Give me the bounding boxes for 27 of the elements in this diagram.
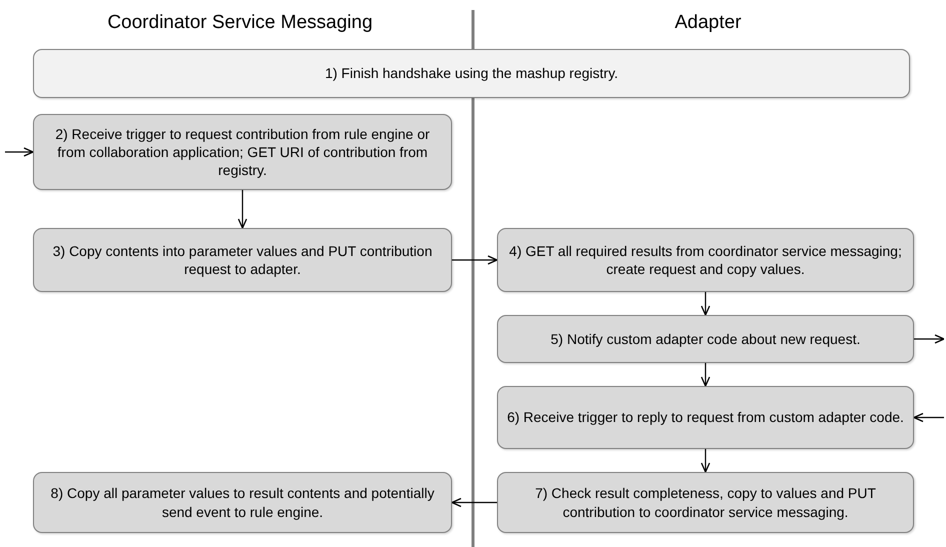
- lane-heading: Coordinator Service Messaging: [106, 12, 374, 34]
- arrow: [914, 334, 945, 344]
- process-box: [497, 472, 914, 533]
- arrow: [913, 412, 944, 422]
- step-text: 1) Finish handshake using the mashup registry.: [324, 64, 618, 83]
- process-box: [497, 386, 914, 449]
- step-text: 8) Copy all parameter values to result contents and potentially send event to rule engine.: [50, 484, 436, 521]
- arrow: [238, 190, 248, 229]
- step-text: 4) GET all required results from coordinator service messaging; create request and copy values.: [508, 242, 903, 278]
- process-box: [33, 228, 452, 292]
- lane-heading: Adapter: [674, 12, 742, 34]
- step-text: 7) Check result completeness, copy to values and PUT contribution to coordinator service messaging.: [534, 484, 877, 521]
- step-text: 5) Notify custom adapter code about new request.: [550, 330, 860, 348]
- step-text: 6) Receive trigger to reply to request from custom adapter code.: [507, 408, 904, 427]
- arrow: [700, 449, 710, 473]
- process-box: [497, 228, 914, 292]
- arrow: [451, 498, 497, 508]
- process-box: [33, 472, 452, 533]
- process-box: [497, 315, 914, 363]
- step-text: 3) Copy contents into parameter values and PUT contribution request to adapter.: [52, 242, 434, 278]
- arrow: [5, 147, 34, 157]
- arrow: [700, 363, 710, 387]
- step-text: 2) Receive trigger to request contribution from rule engine or from collaboration application; GET URI of contribution from registry.: [54, 124, 431, 180]
- process-box: [33, 114, 452, 190]
- arrow: [700, 292, 710, 316]
- arrow: [452, 255, 498, 265]
- process-box: [33, 49, 910, 98]
